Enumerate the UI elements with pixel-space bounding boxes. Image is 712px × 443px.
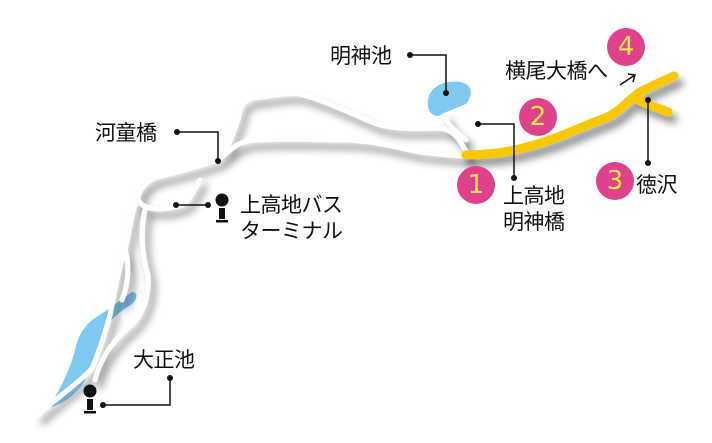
leader-dots <box>100 52 651 408</box>
taisho-pond-label: 大正池 <box>133 348 195 372</box>
bus-stop-icon <box>83 384 97 414</box>
bus-terminal-line2: ターミナル <box>240 219 343 243</box>
water <box>48 81 471 408</box>
kappa-bridge-label: 河童橋 <box>95 121 157 145</box>
route-marker-3: 3 <box>596 162 634 200</box>
bus-terminal-label: 上高地バス ターミナル <box>240 192 343 244</box>
bus-stop-icon <box>215 193 229 223</box>
tokusawa-label: 徳沢 <box>636 173 678 197</box>
myojin-pond-label: 明神池 <box>330 44 392 68</box>
bus-terminal-line1: 上高地バス <box>240 193 343 217</box>
route-marker-1: 1 <box>457 166 495 204</box>
yokoo-bridge-label: 横尾大橋へ <box>505 59 608 83</box>
leader-lines <box>103 54 649 406</box>
walking-route <box>461 71 679 160</box>
myojin-bridge-label: 上高地 明神橋 <box>503 183 565 235</box>
route-marker-4: 4 <box>607 28 645 66</box>
myojin-bridge-line2: 明神橋 <box>503 210 565 234</box>
myojin-bridge-line1: 上高地 <box>503 184 565 208</box>
route-marker-2: 2 <box>519 98 557 136</box>
taisho-pond-water <box>48 292 137 408</box>
myojin-pond-water <box>427 81 471 116</box>
